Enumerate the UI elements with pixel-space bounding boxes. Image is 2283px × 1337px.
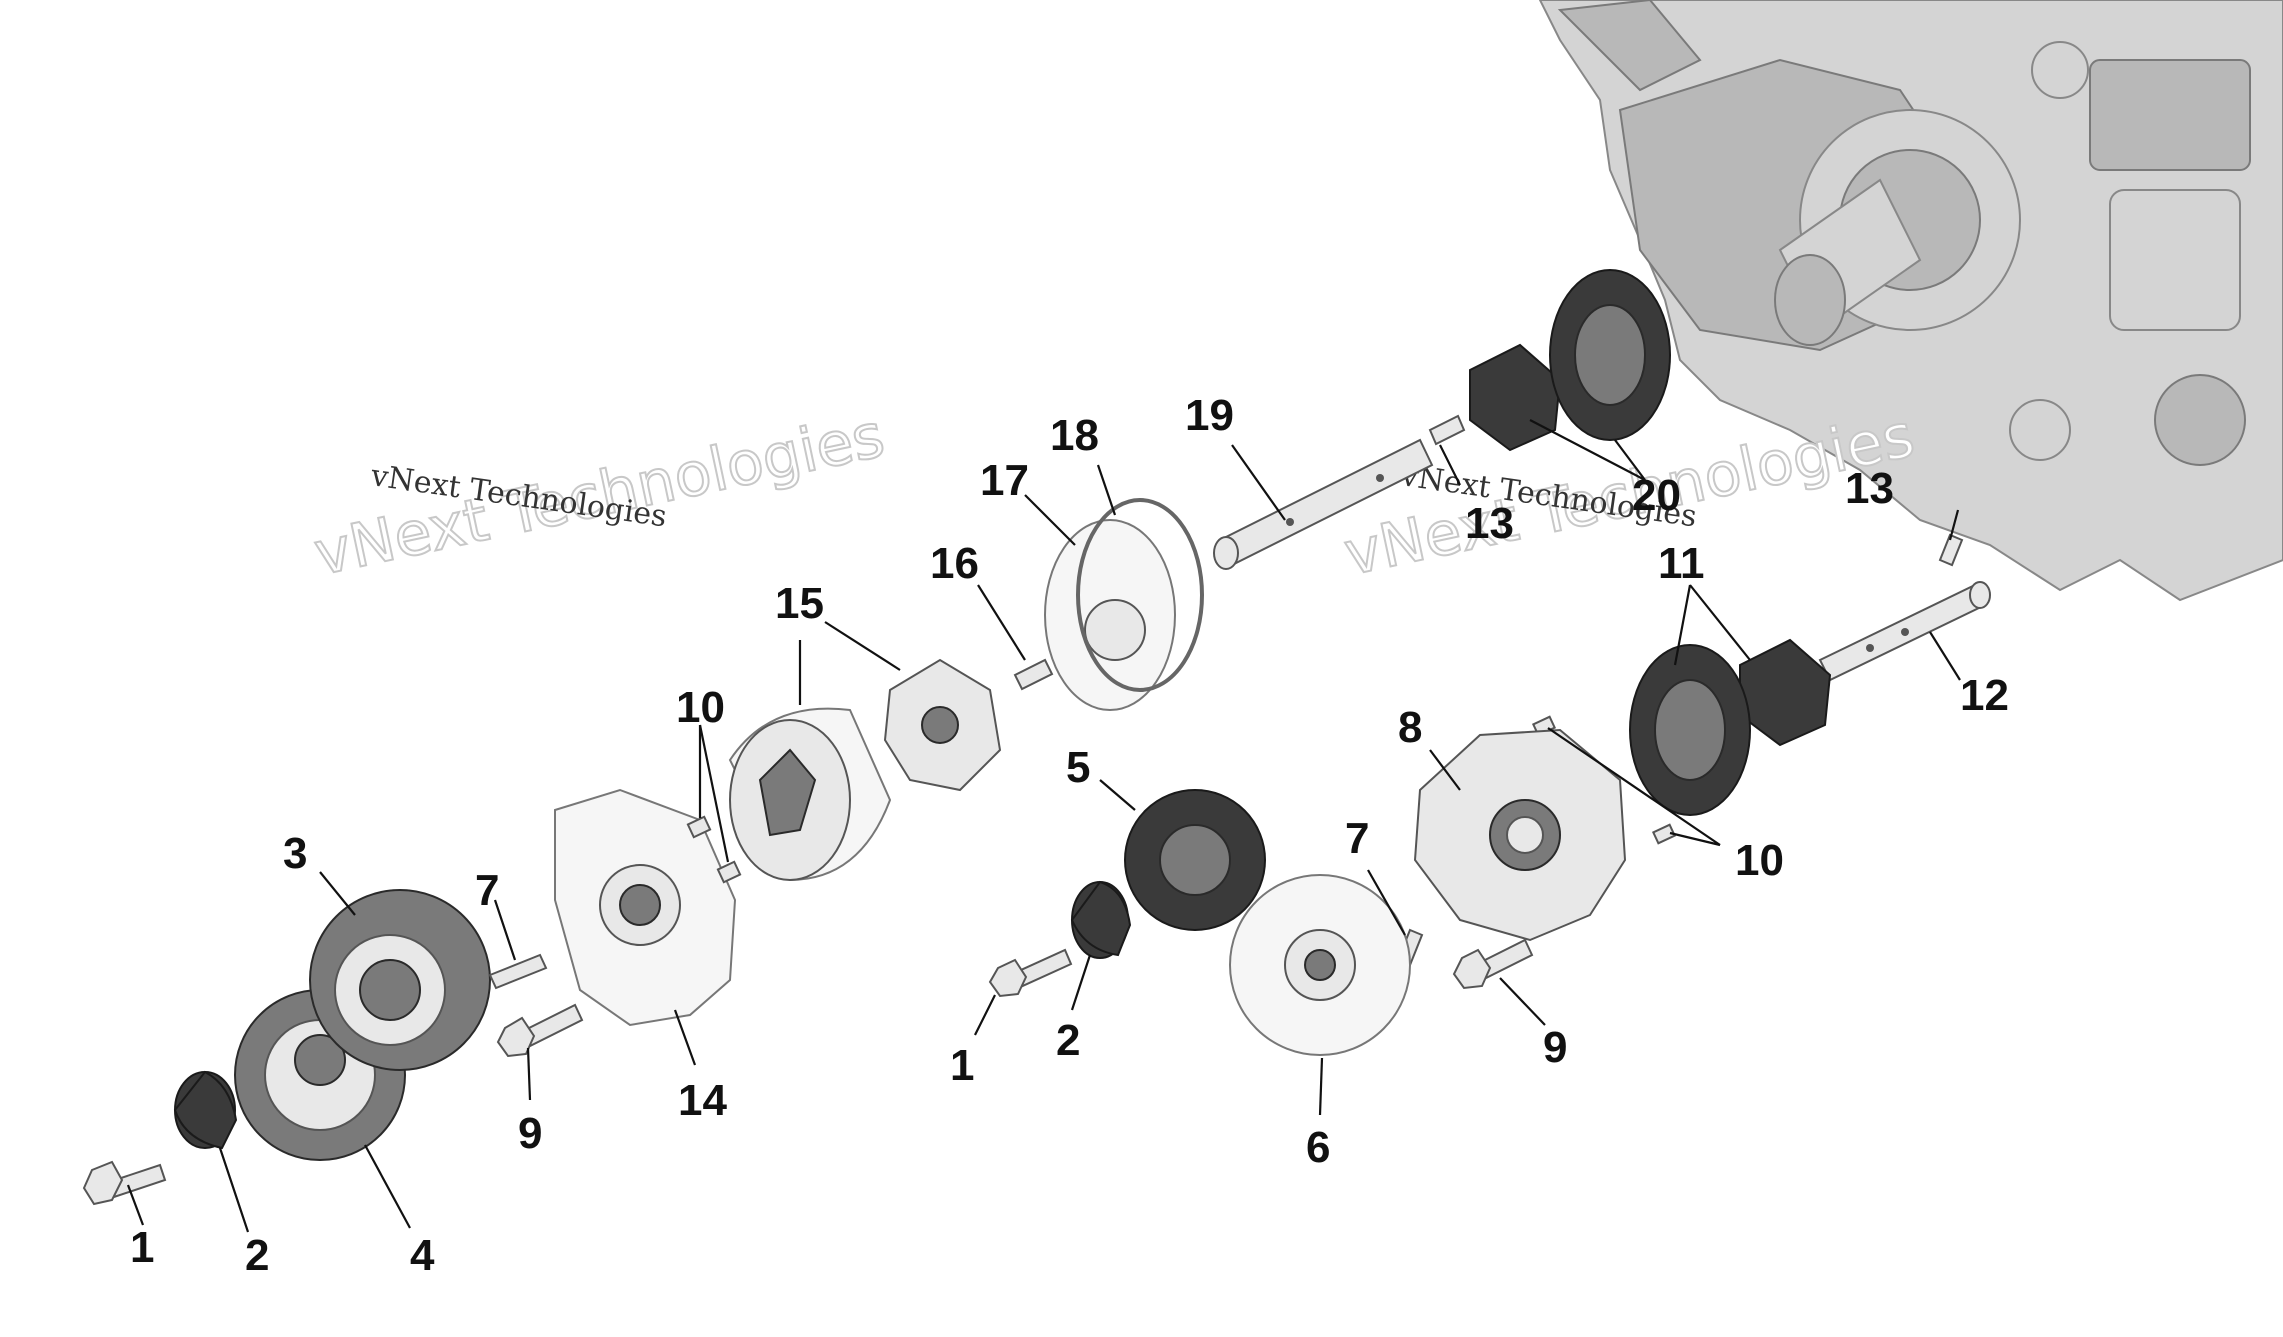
callout-5: 5 — [1066, 743, 1090, 792]
callout-7-right: 7 — [1345, 814, 1369, 863]
callout-19: 19 — [1185, 391, 1234, 440]
part-cover-17 — [1044, 519, 1176, 711]
callout-14: 14 — [678, 1076, 727, 1125]
part-inner-rotor-20 — [1469, 343, 1562, 452]
part-washer-left — [173, 1070, 238, 1150]
callout-13-top: 13 — [1465, 499, 1514, 548]
part-pin-left — [488, 953, 548, 990]
callout-1: 1 — [130, 1223, 154, 1272]
callout-8: 8 — [1398, 703, 1422, 752]
part-pin-13-top — [1428, 414, 1466, 446]
callout-4: 4 — [410, 1231, 435, 1280]
callout-20: 20 — [1632, 471, 1681, 520]
part-pump-housing-8 — [1413, 728, 1627, 942]
callout-1-right: 1 — [950, 1041, 974, 1090]
callout-2-right: 2 — [1056, 1016, 1080, 1065]
part-pin-16 — [1013, 658, 1054, 691]
watermark-left: vNext Technologies vNext Technologies — [308, 400, 892, 591]
part-bolt-9-left — [496, 1003, 584, 1058]
part-oring-18 — [1076, 498, 1204, 692]
part-bolt-left — [82, 1160, 167, 1206]
callout-18: 18 — [1050, 411, 1099, 460]
engine-crankcase — [1538, 0, 2283, 602]
callout-16: 16 — [930, 539, 979, 588]
callout-labels: 1 2 3 4 7 9 10 14 15 16 17 18 19 13 20 1… — [130, 391, 2009, 1280]
part-gear-6 — [1229, 874, 1411, 1056]
callout-17: 17 — [980, 456, 1029, 505]
callout-15: 15 — [775, 579, 824, 628]
part-shaft-12 — [1818, 581, 1991, 682]
part-dowel-left-b — [716, 860, 742, 884]
callout-6: 6 — [1306, 1123, 1330, 1172]
callout-7: 7 — [475, 866, 499, 915]
callout-9: 9 — [518, 1109, 542, 1158]
callout-13-right: 13 — [1845, 464, 1894, 513]
callout-2: 2 — [245, 1231, 269, 1280]
part-inner-rotor-15 — [883, 658, 1002, 792]
leader-lines — [126, 419, 1961, 1233]
part-inner-rotor-11 — [1739, 638, 1832, 747]
callout-10-right: 10 — [1735, 836, 1784, 885]
part-shaft-19 — [1213, 438, 1434, 570]
callout-10: 10 — [676, 683, 725, 732]
part-pin-13-right — [1938, 533, 1964, 567]
part-pump-housing-14 — [554, 788, 737, 1027]
part-outer-rotor-15 — [728, 707, 892, 882]
callout-12: 12 — [1960, 671, 2009, 720]
part-outer-rotor-20 — [1549, 269, 1671, 441]
part-washer-right — [1070, 880, 1132, 959]
part-outer-rotor-11 — [1629, 644, 1751, 816]
part-dowel-right-b — [1651, 823, 1677, 845]
part-gear-3 — [309, 889, 491, 1071]
part-bolt-9-right — [1452, 938, 1534, 990]
part-gear-5 — [1124, 789, 1266, 931]
callout-11: 11 — [1658, 539, 1705, 588]
callout-3: 3 — [283, 829, 307, 878]
callout-9-right: 9 — [1543, 1023, 1567, 1072]
part-bolt-right — [988, 948, 1073, 998]
part-dowel-left-a — [686, 815, 712, 839]
